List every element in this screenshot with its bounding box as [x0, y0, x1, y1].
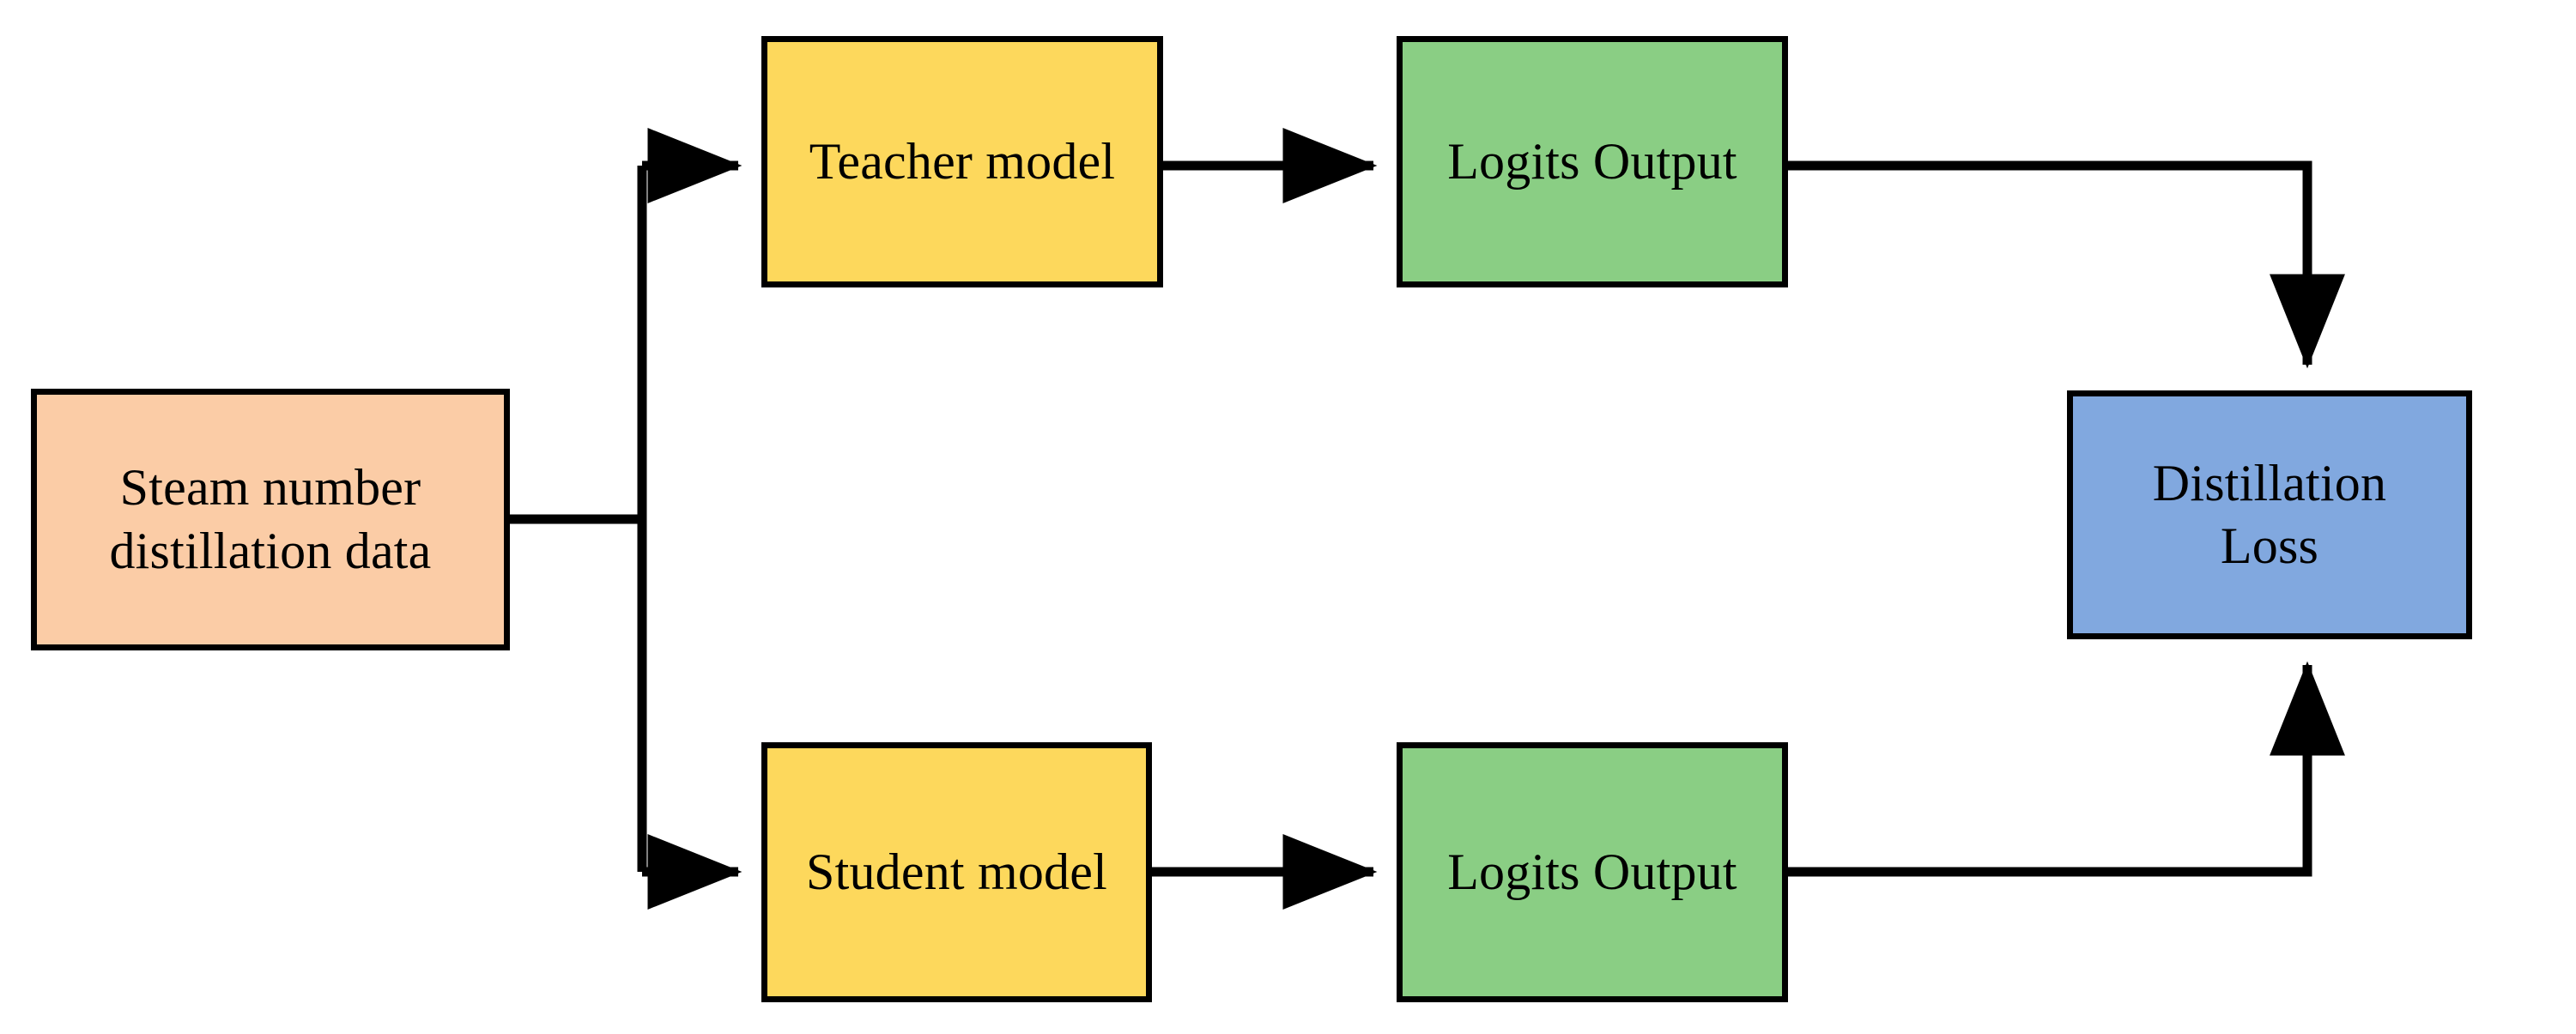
teacher-logits-output-node[interactable]: Logits Output: [1397, 36, 1788, 287]
student-logits-output-node[interactable]: Logits Output: [1397, 742, 1788, 1002]
edge-student-logits-to-loss: [1788, 661, 2345, 877]
teacher-logits-output-label: Logits Output: [1447, 132, 1737, 190]
student-model-node[interactable]: Student model: [761, 742, 1152, 1002]
teacher-model-label: Teacher model: [809, 132, 1116, 190]
teacher-model-node[interactable]: Teacher model: [761, 36, 1163, 287]
student-logits-output-label: Logits Output: [1447, 843, 1737, 900]
edge-teacher-logits-to-loss: [1788, 160, 2345, 369]
student-model-label: Student model: [806, 843, 1107, 900]
